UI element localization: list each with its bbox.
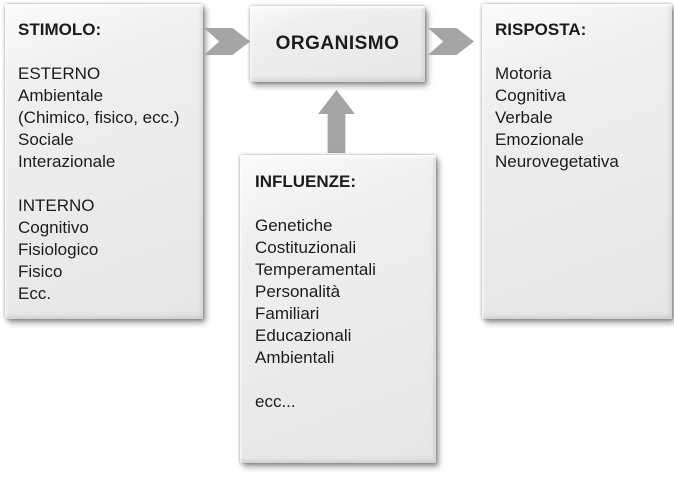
influenze-line: [255, 369, 426, 391]
risposta-line: Neurovegetativa: [495, 152, 619, 171]
influenze-line: Costituzionali: [255, 238, 357, 257]
organismo-box: ORGANISMO: [250, 6, 425, 82]
stimolo-line: (Chimico, fisico, ecc.): [18, 108, 180, 127]
stimolo-box: STIMOLO: ESTERNO Ambientale (Chimico, fi…: [5, 4, 203, 319]
stimolo-line: ESTERNO: [18, 64, 101, 83]
influenze-line: ecc...: [255, 392, 296, 411]
stimolo-line: Ambientale: [18, 86, 104, 105]
influenze-line: Genetiche: [255, 216, 333, 235]
organismo-title: ORGANISMO: [275, 33, 400, 54]
influenze-title: INFLUENZE:: [255, 172, 357, 191]
spacer: [255, 193, 426, 215]
up-block-arrow-icon: [318, 90, 355, 153]
stimolo-line: Sociale: [18, 130, 74, 149]
influenze-line: Temperamentali: [255, 260, 376, 279]
risposta-line: Cognitiva: [495, 86, 566, 105]
influenze-line: Personalità: [255, 282, 341, 301]
spacer: [18, 41, 193, 63]
risposta-title: RISPOSTA:: [495, 20, 587, 39]
stimolo-line: Fisiologico: [18, 240, 99, 259]
influenze-line: Familiari: [255, 304, 320, 323]
stimolo-line: Fisico: [18, 262, 63, 281]
influenze-line: Educazionali: [255, 326, 352, 345]
stimolo-line: Interazionale: [18, 152, 116, 171]
stimolo-line: Ecc.: [18, 284, 52, 303]
influenze-line: Ambientali: [255, 348, 335, 367]
risposta-line: Emozionale: [495, 130, 584, 149]
stimolo-title: STIMOLO:: [18, 20, 102, 39]
right-chevron-arrow-icon: [428, 28, 474, 55]
risposta-box: RISPOSTA: Motoria Cognitiva Verbale Emoz…: [482, 4, 672, 319]
stimolo-line: [18, 173, 193, 195]
risposta-line: Verbale: [495, 108, 553, 127]
risposta-line: Motoria: [495, 64, 552, 83]
right-chevron-arrow-icon: [204, 28, 250, 55]
stimolo-line: Cognitivo: [18, 218, 89, 237]
stimolo-line: INTERNO: [18, 196, 95, 215]
spacer: [495, 41, 662, 63]
influenze-box: INFLUENZE: Genetiche Costituzionali Temp…: [240, 155, 436, 463]
